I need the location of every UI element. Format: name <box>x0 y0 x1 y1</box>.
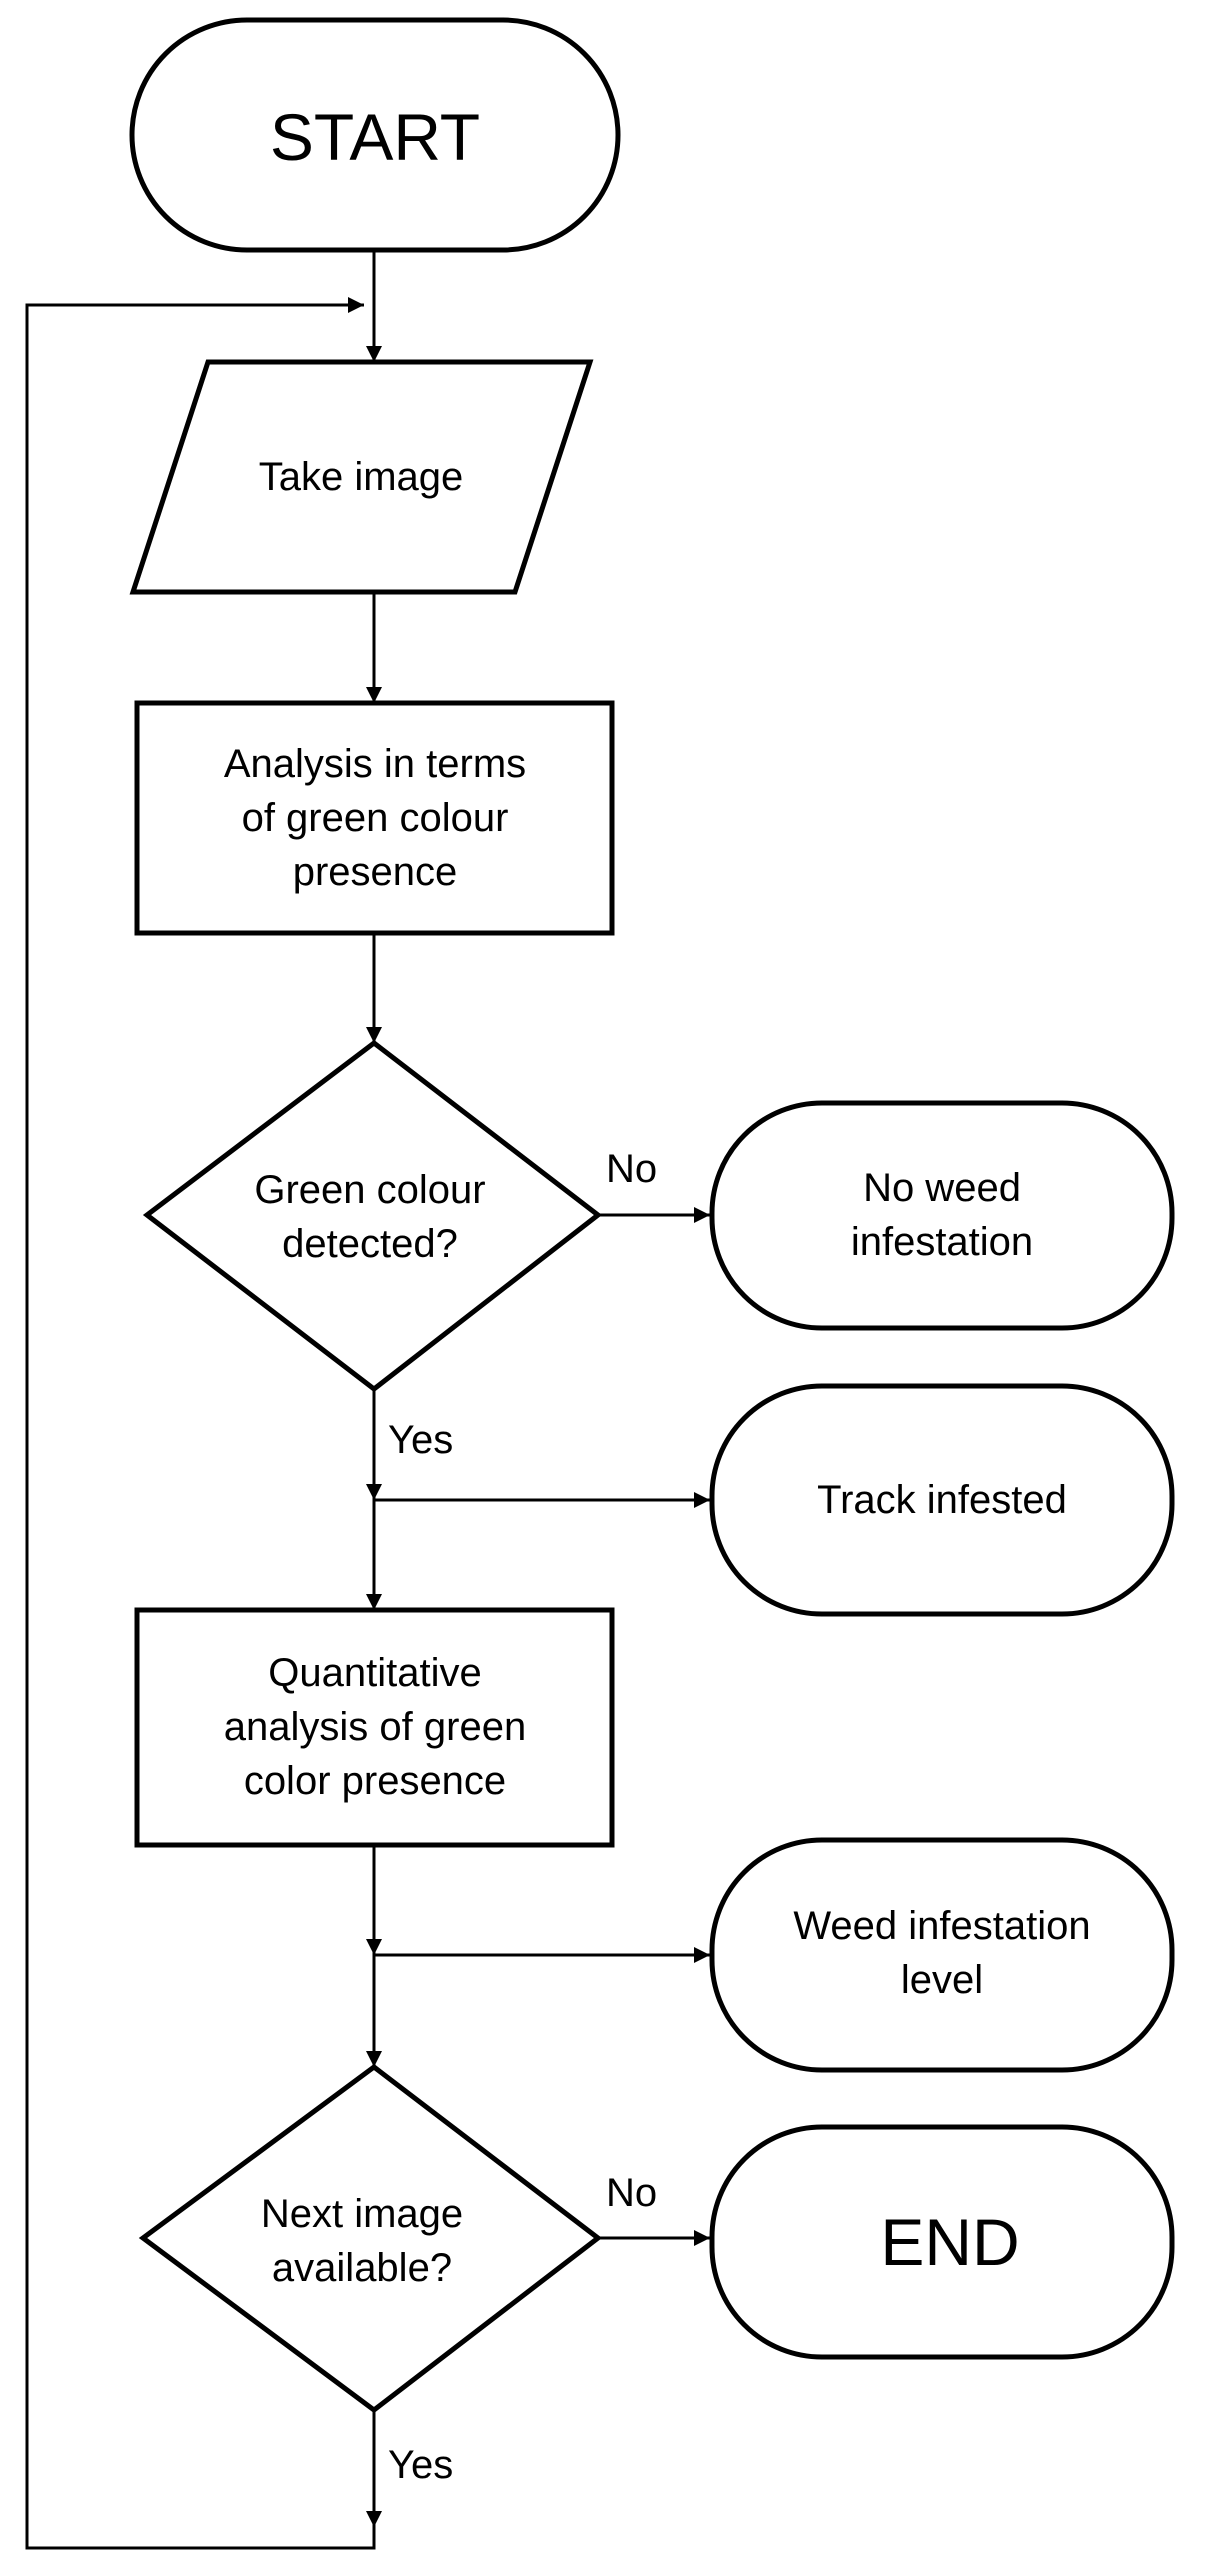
end-label: END <box>880 2205 1019 2279</box>
connectors <box>25 250 710 2550</box>
next-decision-line-1: Next image <box>261 2192 463 2236</box>
edge-label-no-1: No <box>606 1147 657 1191</box>
start-label: START <box>270 100 480 174</box>
track-infested-label: Track infested <box>817 1478 1067 1522</box>
no-weed-line-1: No weed <box>863 1166 1021 1210</box>
analysis-label-line-3: presence <box>293 850 458 894</box>
analysis-label-line-2: of green colour <box>242 796 509 840</box>
quantitative-node: Quantitative analysis of green color pre… <box>134 1607 615 1848</box>
next-decision-node: Next image available? <box>138 2063 603 2414</box>
quantitative-line-2: analysis of green <box>224 1705 526 1749</box>
quantitative-line-1: Quantitative <box>268 1651 481 1695</box>
take-image-node: Take image <box>129 359 594 595</box>
no-weed-terminal: No weed infestation <box>709 1100 1175 1331</box>
green-decision-node: Green colour detected? <box>142 1039 603 1393</box>
analysis-label-line-1: Analysis in terms <box>224 742 526 786</box>
no-weed-line-2: infestation <box>851 1220 1033 1264</box>
edge-label-yes-2: Yes <box>388 2443 453 2487</box>
edge-loop-back <box>25 297 376 2550</box>
track-infested-terminal: Track infested <box>709 1383 1175 1617</box>
weed-level-line-2: level <box>901 1958 983 2002</box>
weed-level-terminal: Weed infestation level <box>709 1837 1175 2073</box>
start-terminal: START <box>129 17 621 253</box>
end-terminal: END <box>709 2124 1175 2360</box>
take-image-label: Take image <box>259 455 464 499</box>
quantitative-line-3: color presence <box>244 1759 506 1803</box>
green-decision-line-1: Green colour <box>254 1168 485 1212</box>
weed-level-line-1: Weed infestation <box>793 1904 1090 1948</box>
edge-label-yes-1: Yes <box>388 1418 453 1462</box>
analysis-node: Analysis in terms of green colour presen… <box>134 700 615 936</box>
green-decision-line-2: detected? <box>282 1222 458 1266</box>
edge-label-no-2: No <box>606 2171 657 2215</box>
next-decision-line-2: available? <box>272 2246 452 2290</box>
